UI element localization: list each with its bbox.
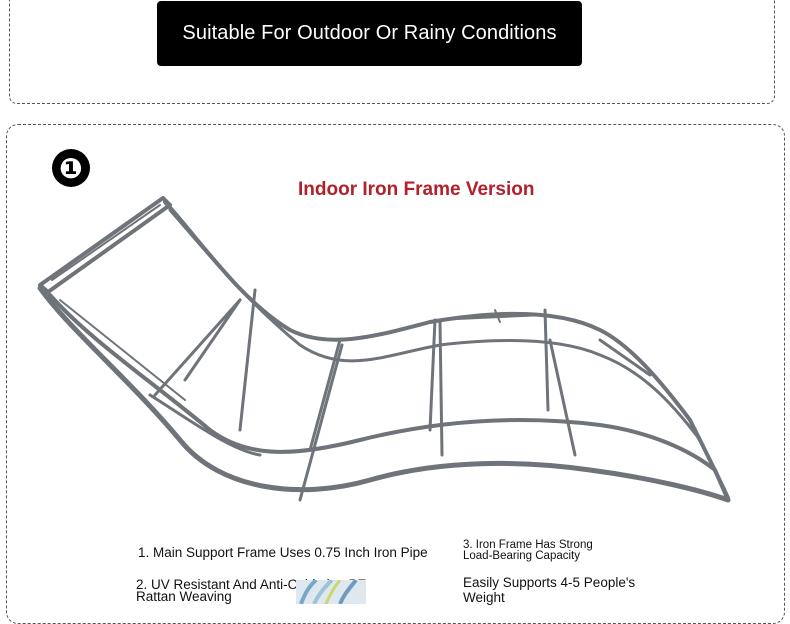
feature-capacity-line2: Weight <box>463 590 505 605</box>
feature-load-line1: 3. Iron Frame Has Strong <box>463 539 593 551</box>
top-card <box>9 0 775 104</box>
feature-load-bearing: 3. Iron Frame Has Strong Load-Bearing Ca… <box>463 539 593 562</box>
banner-text: Suitable For Outdoor Or Rainy Conditions <box>182 22 557 44</box>
feature-capacity-line1: Easily Supports 4-5 People's <box>463 575 636 590</box>
feature-capacity: Easily Supports 4-5 People's Weight <box>463 575 635 605</box>
feature-main-frame: 1. Main Support Frame Uses 0.75 Inch Iro… <box>138 545 428 560</box>
frame-version-title: Indoor Iron Frame Version <box>298 179 535 200</box>
feature-uv-line2: Rattan Weaving <box>136 589 232 604</box>
rattan-sample-image <box>296 580 366 604</box>
step-number-badge: ❶ <box>52 149 90 187</box>
iron-frame-lounger-illustration <box>37 196 731 503</box>
feature-load-line2: Load-Bearing Capacity <box>463 550 580 562</box>
outdoor-condition-banner: Suitable For Outdoor Or Rainy Conditions <box>157 1 582 66</box>
